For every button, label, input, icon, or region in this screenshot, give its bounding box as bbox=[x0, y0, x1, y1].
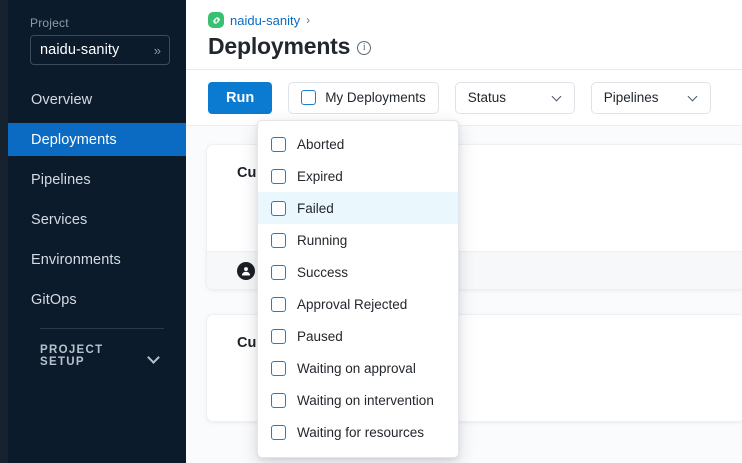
info-icon[interactable]: i bbox=[357, 41, 372, 55]
status-option-checkbox[interactable] bbox=[271, 328, 286, 344]
status-option-checkbox[interactable] bbox=[271, 424, 286, 440]
sidebar-item-gitops[interactable]: GitOps bbox=[8, 283, 186, 316]
status-option-checkbox[interactable] bbox=[271, 200, 286, 216]
status-option-checkbox[interactable] bbox=[271, 360, 286, 376]
status-filter-dropdown[interactable]: Status bbox=[454, 81, 575, 114]
status-option-running[interactable]: Running bbox=[258, 224, 458, 256]
status-option-waiting-on-intervention[interactable]: Waiting on intervention bbox=[258, 384, 458, 416]
my-deployments-checkbox[interactable] bbox=[301, 90, 317, 105]
sidebar-item-label: Overview bbox=[31, 91, 93, 108]
pipelines-filter-dropdown[interactable]: Pipelines bbox=[590, 81, 711, 114]
page-header: naidu-sanity › Deployments i bbox=[186, 0, 742, 70]
sidebar-item-environments[interactable]: Environments bbox=[8, 243, 186, 276]
status-option-approval-rejected[interactable]: Approval Rejected bbox=[258, 288, 458, 320]
status-option-label: Expired bbox=[297, 168, 343, 184]
breadcrumb: naidu-sanity › bbox=[208, 10, 742, 30]
chevron-down-icon bbox=[689, 93, 698, 102]
sidebar: Project naidu-sanity » Overview Deployme… bbox=[8, 0, 186, 463]
project-badge-icon bbox=[208, 12, 224, 28]
sidebar-item-label: Services bbox=[31, 211, 88, 228]
sidebar-item-label: Deployments bbox=[31, 131, 117, 148]
sidebar-divider bbox=[40, 328, 164, 329]
sidebar-item-label: GitOps bbox=[31, 291, 77, 308]
status-option-checkbox[interactable] bbox=[271, 232, 286, 248]
sidebar-item-label: Environments bbox=[31, 251, 121, 268]
status-option-checkbox[interactable] bbox=[271, 136, 286, 152]
status-option-waiting-for-resources[interactable]: Waiting for resources bbox=[258, 416, 458, 448]
status-option-paused[interactable]: Paused bbox=[258, 320, 458, 352]
breadcrumb-link-project[interactable]: naidu-sanity bbox=[230, 12, 301, 28]
status-option-label: Waiting on intervention bbox=[297, 392, 434, 408]
double-chevron-right-icon: » bbox=[153, 42, 161, 58]
sidebar-item-label: Pipelines bbox=[31, 171, 91, 188]
status-option-label: Paused bbox=[297, 328, 343, 344]
sidebar-item-overview[interactable]: Overview bbox=[8, 83, 186, 116]
status-option-checkbox[interactable] bbox=[271, 392, 286, 408]
status-option-label: Running bbox=[297, 232, 348, 248]
sidebar-nav: Overview Deployments Pipelines Services … bbox=[8, 83, 186, 316]
sidebar-item-project-setup[interactable]: PROJECT SETUP bbox=[8, 337, 186, 375]
page-title: Deployments bbox=[208, 33, 351, 59]
project-label: Project bbox=[30, 16, 69, 30]
project-selector[interactable]: naidu-sanity » bbox=[30, 35, 170, 65]
status-option-failed[interactable]: Failed bbox=[258, 192, 458, 224]
status-option-label: Waiting on approval bbox=[297, 360, 416, 376]
filters-toolbar: Run My Deployments Status Pipelines bbox=[186, 70, 742, 126]
sidebar-item-services[interactable]: Services bbox=[8, 203, 186, 236]
avatar bbox=[237, 261, 255, 280]
status-option-checkbox[interactable] bbox=[271, 168, 286, 184]
status-option-label: Success bbox=[297, 264, 349, 280]
my-deployments-filter[interactable]: My Deployments bbox=[288, 81, 439, 114]
status-option-aborted[interactable]: Aborted bbox=[258, 128, 458, 160]
chevron-down-icon bbox=[149, 353, 160, 360]
status-option-waiting-on-approval[interactable]: Waiting on approval bbox=[258, 352, 458, 384]
sidebar-item-pipelines[interactable]: Pipelines bbox=[8, 163, 186, 196]
chevron-down-icon bbox=[553, 93, 562, 102]
status-option-label: Failed bbox=[297, 200, 334, 216]
sidebar-item-deployments[interactable]: Deployments bbox=[8, 123, 186, 156]
status-option-expired[interactable]: Expired bbox=[258, 160, 458, 192]
status-option-checkbox[interactable] bbox=[271, 296, 286, 312]
status-option-success[interactable]: Success bbox=[258, 256, 458, 288]
project-name: naidu-sanity bbox=[40, 42, 120, 58]
status-dropdown-menu[interactable]: Aborted Expired Failed Running Success A… bbox=[257, 120, 459, 458]
status-option-checkbox[interactable] bbox=[271, 264, 286, 280]
status-filter-label: Status bbox=[467, 90, 507, 105]
status-option-label: Waiting for resources bbox=[297, 424, 425, 440]
project-setup-label: PROJECT SETUP bbox=[40, 344, 104, 368]
status-option-label: Aborted bbox=[297, 136, 345, 152]
left-rail bbox=[0, 0, 8, 463]
run-button[interactable]: Run bbox=[208, 81, 273, 114]
breadcrumb-separator-icon: › bbox=[306, 13, 311, 27]
pipelines-filter-label: Pipelines bbox=[603, 90, 659, 105]
status-option-label: Approval Rejected bbox=[297, 296, 408, 312]
my-deployments-label: My Deployments bbox=[325, 90, 426, 105]
page-title-row: Deployments i bbox=[208, 33, 742, 60]
